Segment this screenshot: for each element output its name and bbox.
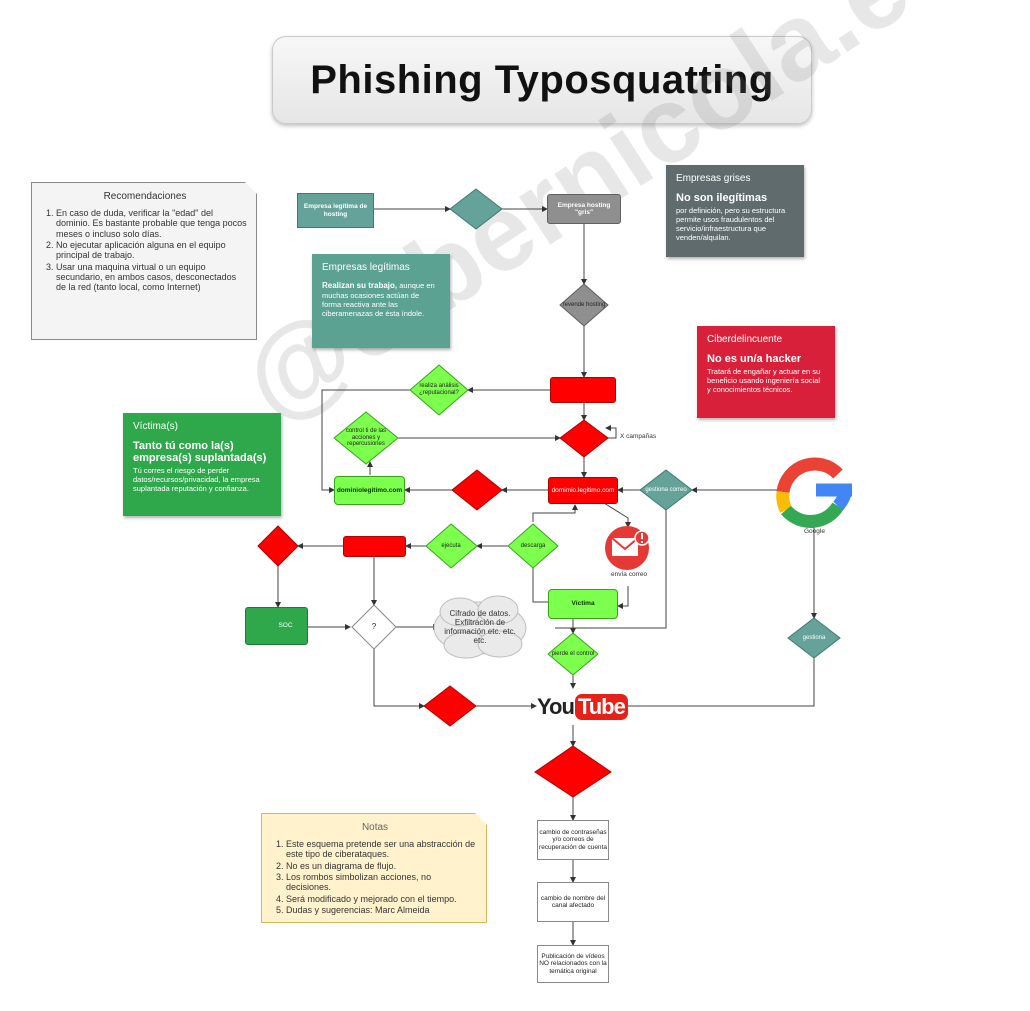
diamond-pierde-control — [547, 632, 599, 676]
recommendations-note: Recomendaciones En caso de duda, verific… — [31, 182, 257, 340]
recommendation-item: Usar una maquina virtual o un equipo sec… — [56, 262, 248, 293]
diamond-control — [333, 411, 399, 465]
card-text: Tú corres el riesgo de perder datos/recu… — [133, 466, 260, 493]
card-header: Empresas grises — [676, 173, 751, 184]
note-item: Los rombos simbolizan acciones, no decis… — [286, 872, 478, 893]
card-header: Víctima(s) — [133, 421, 178, 432]
card-header: Empresas legítimas — [322, 262, 410, 273]
diamond-hospeda — [449, 188, 503, 230]
node-soc: SOC — [245, 607, 308, 645]
card-text: Tratará de engañar y actuar en su benefi… — [707, 367, 821, 394]
node-step-videos: Publicación de vídeos NO relacionados co… — [537, 945, 609, 983]
card-grey-companies: Empresas grises No son ilegítimas por de… — [666, 165, 804, 257]
recommendation-item: No ejecutar aplicación alguna en el equi… — [56, 240, 248, 261]
google-logo-icon — [776, 457, 853, 528]
cloud-shape — [433, 595, 527, 659]
node-step-rename: cambio de nombre del canal afectado — [537, 882, 609, 922]
label-revende: revende hosting — [562, 301, 606, 308]
label-descarga: descarga — [520, 542, 546, 549]
diamond-infecta — [257, 525, 299, 567]
card-bold: Realizan su trabajo, — [322, 281, 398, 290]
diamond-gestiona-correo — [639, 469, 693, 511]
label-envia-correo: envía correo — [611, 571, 648, 578]
youtube-logo-icon: You Tube — [537, 689, 628, 725]
diamond-robo-sesion — [423, 685, 477, 727]
card-victims: Víctima(s) Tanto tú como la(s) empresa(s… — [123, 413, 281, 516]
notes-note: Notas Este esquema pretende ser una abst… — [261, 813, 487, 923]
label-pierde-control: pierde el control — [551, 650, 595, 657]
node-victim: Víctima — [548, 589, 618, 619]
card-header: Ciberdelincuente — [707, 334, 783, 345]
label-ejecuta: ejecuta — [441, 542, 461, 549]
card-bold: Tanto tú como la(s) empresa(s) suplantad… — [133, 440, 267, 464]
label-realiza-analisis: realiza análisis ¿reputacional? — [419, 383, 459, 396]
connectors — [275, 206, 817, 946]
label-x-campanas: X campañas — [620, 433, 657, 440]
title-box: Phishing Typosquatting — [272, 36, 812, 124]
card-bold: No son ilegítimas — [676, 192, 768, 204]
soc-label: SOC — [278, 622, 293, 630]
diamond-ejecuta — [425, 523, 478, 569]
card-text: aunque en muchas ocasiones actúan de for… — [322, 281, 435, 318]
label-gestiona: gestiona — [802, 634, 826, 641]
card-bold: No es un/a hacker — [707, 353, 802, 365]
diamond-revende-hosting — [559, 283, 609, 327]
page-title: Phishing Typosquatting — [310, 57, 774, 102]
diamonds — [257, 188, 841, 798]
recommendation-item: En caso de duda, verificar la "edad" del… — [56, 208, 248, 239]
note-item: Este esquema pretende ser una abstracció… — [286, 839, 478, 860]
card-legit-companies: Empresas legítimas Realizan su trabajo, … — [312, 254, 450, 348]
diamond-lanza-campanas — [559, 419, 609, 458]
node-step-passwords: cambio de contraseñas y/o correos de rec… — [537, 820, 609, 860]
notes-title: Notas — [361, 822, 389, 833]
label-gestiona-correo: gestiona correo — [645, 486, 687, 493]
card-cybercriminal: Ciberdelincuente No es un/a hacker Trata… — [697, 326, 835, 418]
note-item: Será modificado y mejorado con el tiempo… — [286, 894, 478, 904]
email-icon — [605, 526, 650, 570]
node-cybercriminal — [550, 377, 616, 403]
diamond-suplanta — [451, 469, 503, 511]
diamond-realiza-analisis — [409, 364, 469, 416]
node-fake-domain: domimio.legitimo.com — [548, 477, 618, 504]
node-legit-domain: dominiolegitimo.com — [334, 476, 405, 505]
node-malware — [343, 536, 406, 557]
diamond-question — [351, 604, 397, 650]
note-item: No es un diagrama de flujo. — [286, 861, 478, 871]
diamond-descarga — [507, 523, 559, 569]
node-grey-hosting: Empresa hosting "gris" — [547, 194, 621, 224]
label-control: control ti de las acciones y repercusion… — [345, 428, 387, 448]
youtube-tube: Tube — [574, 694, 628, 720]
label-question: ? — [371, 621, 377, 631]
node-legit-hosting: Empresa legítima de hosting — [297, 193, 374, 228]
note-item: Dudas y sugerencias: Marc Almeida — [286, 905, 478, 915]
diamond-gestiona — [787, 617, 841, 659]
label-cifrado: Cifrado de datos. Exfiltración de inform… — [444, 609, 516, 645]
label-google: Google — [804, 528, 825, 535]
recommendations-title: Recomendaciones — [103, 191, 187, 202]
youtube-you: You — [537, 694, 575, 719]
diamond-toma-control — [534, 745, 612, 798]
card-text: por definición, pero su estructura permi… — [676, 206, 786, 242]
